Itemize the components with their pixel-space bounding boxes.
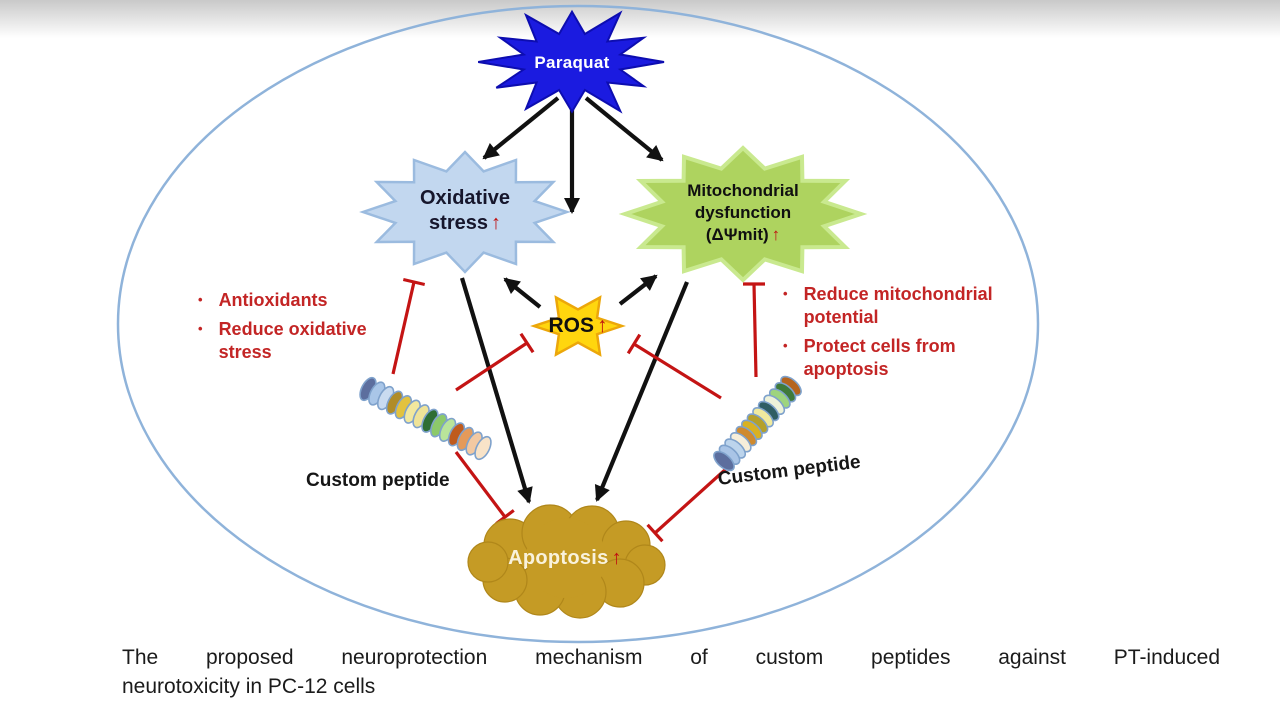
list-item: • Protect cells from apoptosis <box>783 335 1021 381</box>
inhibitor-left-peptide-to-ros <box>455 341 528 392</box>
cell-membrane-ellipse <box>116 4 1040 644</box>
right-peptide-chain <box>713 375 802 472</box>
apoptosis-cloud <box>467 504 666 619</box>
list-item-text: Reduce mitochondrial potential <box>803 284 993 328</box>
list-item-text: Reduce oxidative stress <box>218 319 367 363</box>
mito-line3: (ΔΨmit) <box>705 225 769 245</box>
figure-caption: The proposed neuroprotection mechanism o… <box>122 644 1220 702</box>
peptide-bead <box>713 450 735 472</box>
left-benefits-list: • Antioxidants • Reduce oxidative stress <box>198 289 398 370</box>
figure-caption-line2: neurotoxicity in PC-12 cells <box>122 674 376 698</box>
ros-label-text: ROS <box>548 314 594 337</box>
mitochondrial-dysfunction-label: Mitochondrial dysfunction (ΔΨmit)↑ <box>653 180 833 246</box>
inhibitor-right-peptide-to-apoptosis <box>653 457 739 535</box>
inhibitor-left-peptide-to-apoptosis <box>454 451 507 518</box>
list-item-text: Protect cells from apoptosis <box>803 336 956 380</box>
oxidative-stress-burst <box>359 150 571 274</box>
ros-star <box>530 295 626 357</box>
arrow-paraquat-to-oxidative <box>482 96 560 160</box>
peptide-bead <box>474 435 492 461</box>
oxidative-stress-label: Oxidative stress↑ <box>385 186 545 236</box>
paraquat-label-text: Paraquat <box>534 53 610 72</box>
ros-label: ROS↑ <box>528 313 628 339</box>
list-item-text: Antioxidants <box>218 290 328 310</box>
up-arrow-icon: ↑ <box>490 212 501 234</box>
left-peptide-chain <box>359 376 492 461</box>
inhibitor-left-peptide-to-oxidative <box>391 281 416 375</box>
oxidative-line1: Oxidative <box>419 187 511 209</box>
apoptosis-label: Apoptosis↑ <box>485 546 645 571</box>
list-item: • Antioxidants <box>198 289 398 312</box>
top-gradient-band <box>0 0 1280 38</box>
inhibitor-tbar <box>519 332 535 354</box>
up-arrow-icon: ↑ <box>771 225 781 245</box>
bullet-icon: • <box>198 321 203 337</box>
inhibitor-right-peptide-to-mitochondrial <box>752 283 758 378</box>
list-item: • Reduce mitochondrial potential <box>783 283 1021 329</box>
inhibitor-tbar <box>626 333 642 355</box>
up-arrow-icon: ↑ <box>611 547 622 569</box>
arrow-ros-to-mitochondrial <box>618 274 658 306</box>
apoptosis-label-text: Apoptosis <box>508 547 609 569</box>
figure-caption-line1: The proposed neuroprotection mechanism o… <box>122 646 1220 669</box>
inhibitor-tbar <box>646 523 664 543</box>
arrow-oxidative-to-apoptosis <box>459 277 533 504</box>
mito-line1: Mitochondrial <box>687 181 799 200</box>
oxidative-line2: stress <box>429 212 488 234</box>
mito-line2: dysfunction <box>694 203 792 223</box>
up-arrow-icon: ↑ <box>597 314 608 337</box>
left-peptide-caption: Custom peptide <box>306 470 450 491</box>
paraquat-label: Paraquat <box>492 52 652 73</box>
arrow-ros-to-oxidative <box>503 277 542 309</box>
bullet-icon: • <box>198 292 203 307</box>
bullet-icon: • <box>783 286 788 301</box>
arrow-paraquat-to-mitochondrial <box>584 96 664 162</box>
right-benefits-list: • Reduce mitochondrial potential • Prote… <box>783 283 1021 387</box>
mitochondrial-dysfunction-burst <box>618 145 868 283</box>
inhibitor-right-peptide-to-ros <box>633 342 722 400</box>
paraquat-burst <box>478 9 665 114</box>
arrow-mitochondrial-to-apoptosis <box>594 281 689 502</box>
bullet-icon: • <box>783 338 788 354</box>
list-item: • Reduce oxidative stress <box>198 318 398 364</box>
inhibitor-tbar <box>402 277 426 287</box>
